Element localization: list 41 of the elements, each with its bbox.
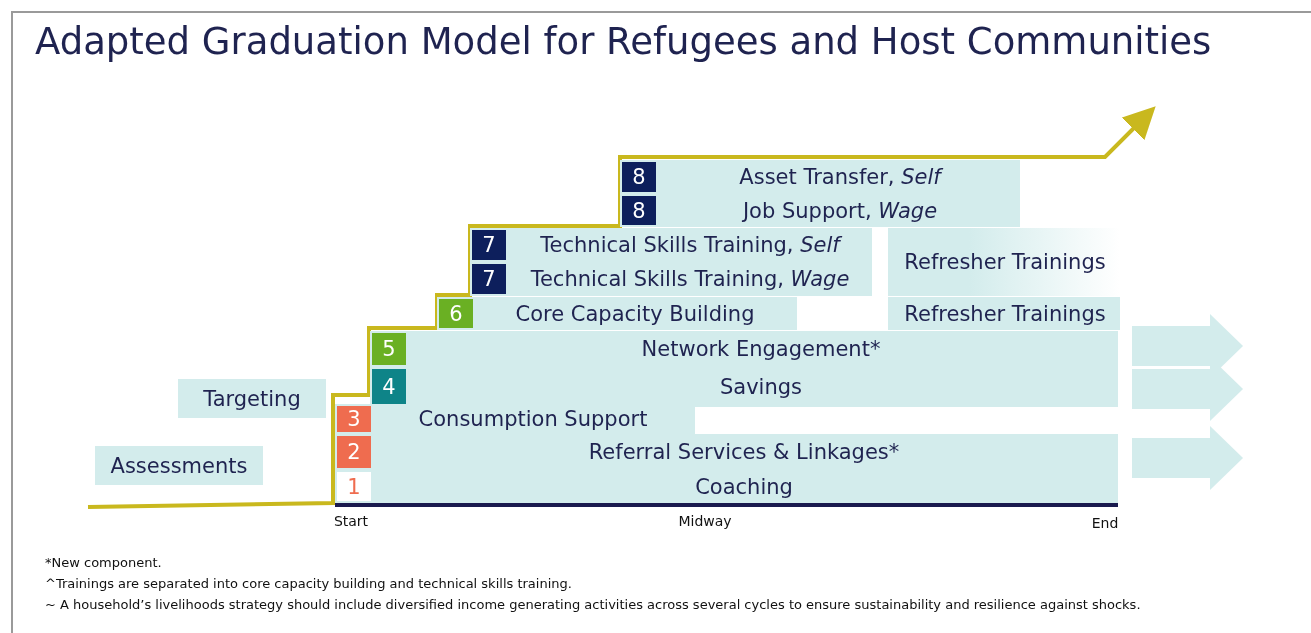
component-label: Coaching xyxy=(695,474,793,499)
component-label: Assessments xyxy=(110,453,248,478)
component-label: Refresher Trainings xyxy=(904,301,1106,326)
number-badge: 1 xyxy=(337,472,371,501)
component-label: Technical Skills Training, Wage xyxy=(530,267,850,291)
axis-label: End xyxy=(1091,515,1119,531)
component-label: Savings xyxy=(720,375,802,399)
component-band xyxy=(470,262,872,296)
number-badge: 8 xyxy=(622,196,656,225)
number-badge: 6 xyxy=(439,299,473,328)
component-band xyxy=(95,446,263,485)
component-band xyxy=(335,434,1118,470)
component-label: Targeting xyxy=(203,386,301,411)
axis-label: Start xyxy=(333,513,369,529)
component-band xyxy=(178,379,326,418)
number-badge: 7 xyxy=(472,264,506,294)
number-badge: 7 xyxy=(472,230,506,260)
number-badge: 3 xyxy=(337,406,371,432)
component-band xyxy=(370,367,1118,407)
footnote: *New component. xyxy=(45,555,162,570)
footnote: ~ A household’s livelihoods strategy should include diversified income generating activities across several cycles to ensure sustainability and resilience against shocks. xyxy=(45,597,1141,612)
footnote: ^Trainings are separated into core capacity building and technical skills training. xyxy=(45,576,572,591)
component-label: Refresher Trainings xyxy=(904,250,1106,274)
axis-label: Midway xyxy=(678,513,732,529)
component-band xyxy=(470,228,872,262)
component-band xyxy=(437,297,797,330)
component-band xyxy=(370,331,1118,367)
component-band xyxy=(335,470,1118,503)
component-label: Job Support, Wage xyxy=(742,198,938,223)
title: Adapted Graduation Model for Refugees and Host Communities xyxy=(35,20,1212,64)
component-label: Consumption Support xyxy=(418,407,648,431)
component-band xyxy=(620,160,1020,194)
component-label: Core Capacity Building xyxy=(515,301,755,326)
number-badge: 2 xyxy=(337,436,371,468)
number-badge: 4 xyxy=(372,369,406,405)
component-band xyxy=(620,194,1020,227)
number-badge: 8 xyxy=(622,162,656,192)
component-label: Network Engagement* xyxy=(641,337,881,361)
component-band xyxy=(888,297,1120,330)
component-label: Referral Services & Linkages* xyxy=(588,440,900,464)
number-badge: 5 xyxy=(372,333,406,365)
